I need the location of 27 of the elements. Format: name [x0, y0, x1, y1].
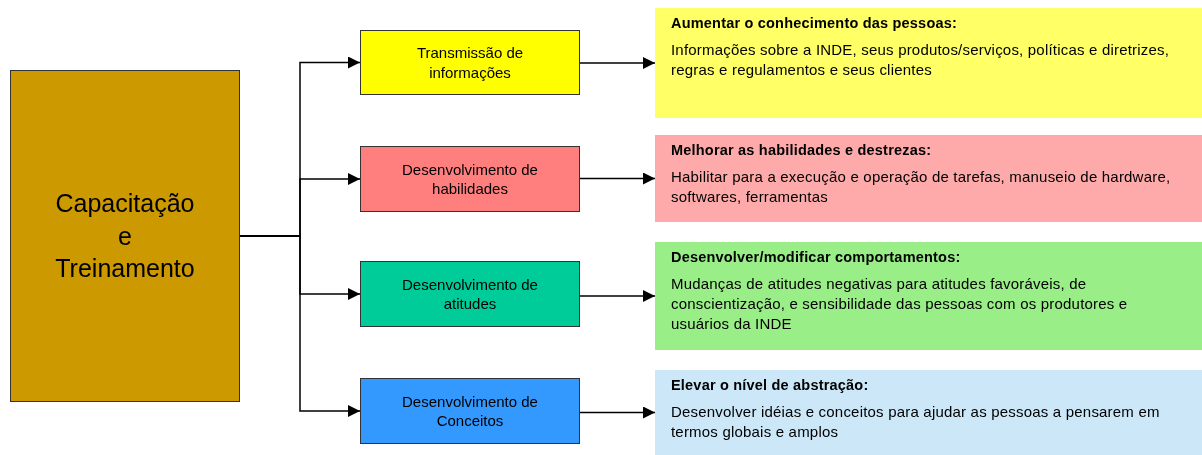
node-label: Desenvolvimento de atitudes	[401, 274, 539, 314]
description-panel	[655, 370, 1202, 455]
arrow	[579, 406, 656, 419]
panel-text: Mudanças de atitudes negativas para atitudes favoráveis, de conscientização, e sensibilidade das pessoas com os produtores e usuários da INDE	[671, 273, 1129, 335]
process-box	[360, 146, 580, 212]
description-panel	[655, 135, 1202, 222]
panel-text: Habilitar para a execução e operação de tarefas, manuseio de hardware, softwares, ferramentas	[671, 166, 1172, 207]
panel-heading: Elevar o nível de abstração:	[671, 376, 870, 395]
node-label: Capacitação e Treinamento	[54, 188, 196, 285]
panel-text: Informações sobre a INDE, seus produtos/serviços, políticas e diretrizes, regras e regulamentos e seus clientes	[671, 39, 1171, 80]
process-box	[360, 30, 580, 95]
panel-heading: Melhorar as habilidades e destrezas:	[671, 141, 933, 160]
node-label: Transmissão de informações	[415, 43, 525, 82]
panel-text: Desenvolver idéias e conceitos para ajudar as pessoas a pensarem em termos globais e amplos	[671, 401, 1161, 442]
description-panel	[655, 242, 1202, 350]
process-box	[360, 378, 580, 444]
arrow	[239, 235, 361, 417]
process-box	[360, 261, 580, 327]
arrow	[579, 172, 656, 185]
main-box	[10, 70, 240, 402]
panel-heading: Aumentar o conhecimento das pessoas:	[671, 14, 958, 33]
arrow	[579, 57, 656, 69]
panel-heading: Desenvolver/modificar comportamentos:	[671, 248, 962, 267]
description-panel	[655, 8, 1202, 118]
node-label: Desenvolvimento de Conceitos	[401, 391, 539, 431]
node-label: Desenvolvimento de habilidades	[401, 159, 539, 199]
arrow	[579, 290, 656, 302]
